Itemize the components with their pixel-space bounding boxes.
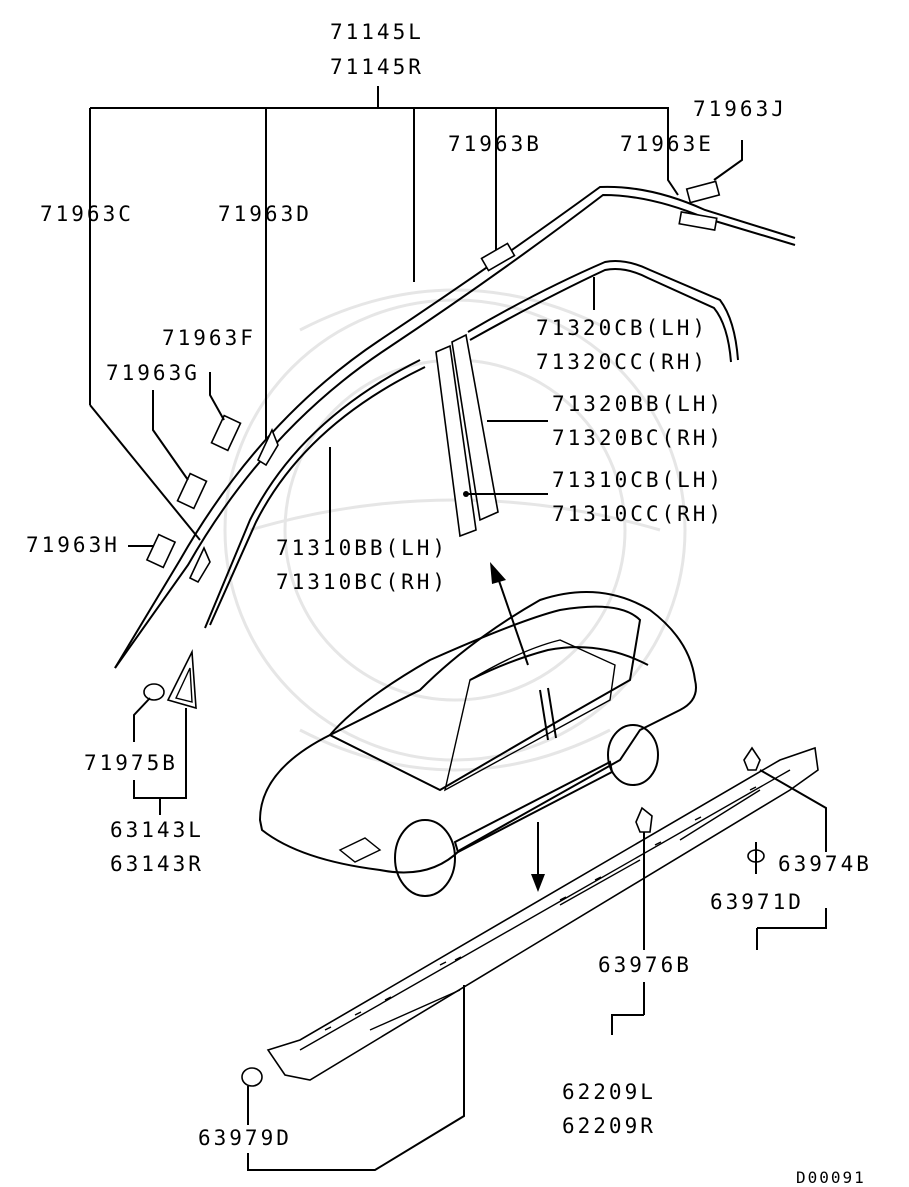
car-illustration [258, 591, 697, 897]
label-71310BC: 71310BC(RH) [276, 570, 449, 594]
label-71963J: 71963J [693, 97, 787, 121]
label-71963F: 71963F [162, 326, 256, 350]
clip-71963C-lower [188, 546, 211, 584]
label-63143L: 63143L [110, 818, 204, 842]
window-moulding-71310B [204, 359, 426, 629]
label-63974B: 63974B [778, 852, 872, 876]
clip-63974B [743, 746, 827, 852]
label-62209R: 62209R [562, 1114, 656, 1138]
leader-lines-71145 [89, 86, 679, 541]
label-71320CB: 71320CB(LH) [536, 316, 709, 340]
screw-63971D [747, 842, 827, 950]
label-71963B: 71963B [448, 132, 542, 156]
clip-71963B [480, 242, 516, 272]
label-71963C: 71963C [40, 202, 134, 226]
diagram-id: D00091 [796, 1168, 866, 1187]
label-71145R: 71145R [330, 55, 424, 79]
clip-71963E [678, 211, 718, 231]
label-62209L: 62209L [562, 1080, 656, 1104]
label-71310CB: 71310CB(LH) [552, 468, 725, 492]
leader-lines-clips [128, 140, 743, 547]
clip-63979D [241, 985, 465, 1171]
clip-71963F [210, 414, 242, 452]
arrow-up [490, 562, 529, 666]
roof-moulding-71145 [114, 185, 796, 669]
clip-71963D [256, 427, 279, 467]
clip-71963H [145, 533, 177, 569]
clip-63976B [635, 806, 653, 950]
label-63143R: 63143R [110, 852, 204, 876]
label-71963G: 71963G [106, 361, 200, 385]
clip-71963G [176, 472, 208, 510]
label-71963E: 71963E [620, 132, 714, 156]
grommet-71975B [133, 683, 187, 815]
pillar-garnish-71320B [451, 333, 499, 522]
leader-62209 [611, 982, 645, 1035]
arrow-down [531, 822, 545, 892]
clip-71963J [685, 180, 721, 204]
label-63976B: 63976B [598, 953, 692, 977]
label-71310BB: 71310BB(LH) [276, 536, 449, 560]
label-71145L: 71145L [330, 20, 424, 44]
pillar-garnish-71310C [435, 344, 548, 538]
label-71320CC: 71320CC(RH) [536, 350, 709, 374]
label-63979D: 63979D [198, 1126, 292, 1150]
label-71320BB: 71320BB(LH) [552, 392, 725, 416]
corner-piece-63143 [166, 649, 197, 710]
sill-garnish-62209 [266, 746, 819, 1081]
label-71963H: 71963H [26, 533, 120, 557]
window-moulding-71320C [467, 260, 739, 363]
label-71963D: 71963D [218, 202, 312, 226]
label-71975B: 71975B [84, 751, 178, 775]
label-63971D: 63971D [710, 890, 804, 914]
label-71310CC: 71310CC(RH) [552, 502, 725, 526]
label-71320BC: 71320BC(RH) [552, 426, 725, 450]
